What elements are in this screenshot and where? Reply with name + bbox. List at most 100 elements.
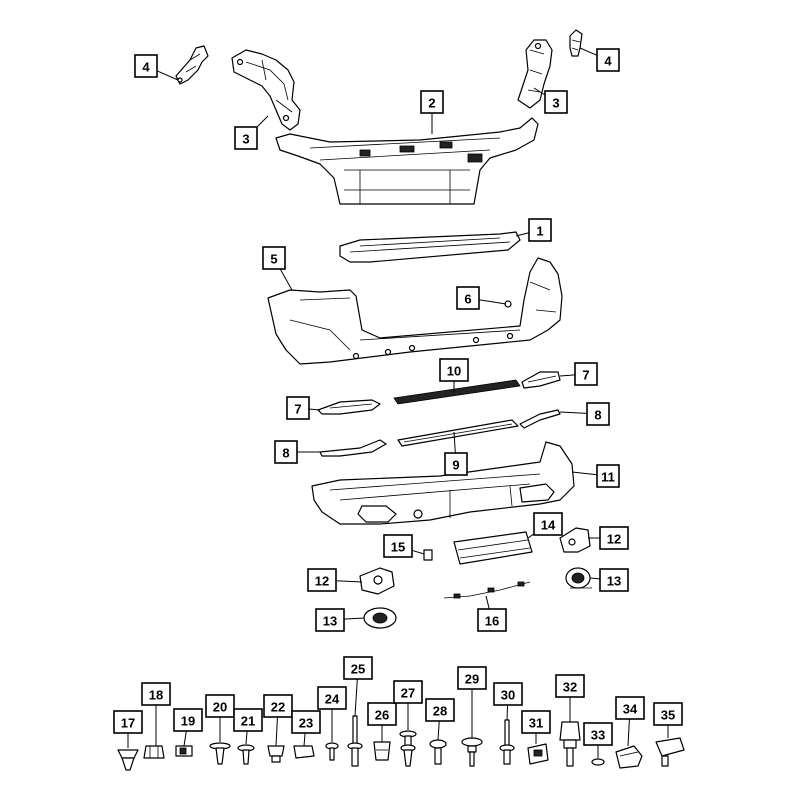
leader-c14: [527, 533, 535, 539]
leader-c7a: [559, 374, 576, 377]
leader-c13a: [589, 577, 601, 580]
callout-c7a: 7: [574, 362, 598, 386]
svg-text:19: 19: [181, 714, 195, 729]
callout-c1: 1: [528, 218, 552, 242]
callout-c5: 5: [262, 246, 286, 270]
svg-text:9: 9: [452, 458, 459, 473]
callout-c29: 29: [457, 666, 487, 690]
svg-text:16: 16: [485, 614, 499, 629]
part-bracket-4-right: [569, 29, 583, 57]
leader-c4b: [579, 47, 598, 56]
part-trim-strip-10: [393, 379, 521, 405]
svg-text:24: 24: [325, 692, 340, 707]
part-fastener-27: [399, 730, 417, 767]
part-bracket-12-right: [559, 527, 591, 553]
callout-c31: 31: [521, 710, 551, 734]
callout-c18: 18: [141, 682, 171, 706]
callout-c12b: 12: [307, 568, 337, 592]
part-clip-23: [293, 745, 315, 759]
part-bracket-12-left: [359, 567, 395, 595]
callout-c19: 19: [173, 708, 203, 732]
callout-c34: 34: [615, 696, 645, 720]
callout-labels: 4 3 2 3 4 1 5 6 10 7 7 8 8 9 11 14 12 15…: [113, 48, 683, 746]
callout-c10: 10: [439, 358, 469, 382]
svg-text:4: 4: [142, 60, 150, 75]
svg-text:12: 12: [607, 532, 621, 547]
part-impact-bar-1: [339, 231, 521, 263]
callout-c13a: 13: [599, 568, 629, 592]
callout-c11: 11: [596, 464, 620, 488]
svg-text:35: 35: [661, 708, 675, 723]
callout-c3b: 3: [544, 90, 568, 114]
svg-text:3: 3: [242, 132, 249, 147]
part-bumper-fascia-5: [267, 257, 563, 365]
svg-text:2: 2: [428, 96, 435, 111]
callout-c9: 9: [444, 452, 468, 476]
svg-text:5: 5: [270, 252, 277, 267]
callout-c25: 25: [343, 656, 373, 680]
leader-c6: [478, 299, 507, 305]
callout-c3a: 3: [234, 126, 258, 150]
callout-c8a: 8: [586, 402, 610, 426]
part-clip-35: [655, 737, 685, 767]
callout-c4a: 4: [134, 54, 158, 78]
svg-text:17: 17: [121, 716, 135, 731]
leader-c22: [275, 716, 278, 747]
svg-text:7: 7: [582, 368, 589, 383]
callout-c20: 20: [205, 694, 235, 718]
part-clip-34: [615, 745, 643, 769]
part-clip-15: [423, 549, 433, 561]
part-sensor-13-left: [363, 607, 397, 629]
callout-c15: 15: [383, 534, 413, 558]
part-clip-22: [267, 745, 285, 763]
svg-text:13: 13: [323, 614, 337, 629]
svg-text:34: 34: [623, 702, 638, 717]
part-lower-valance-11: [311, 441, 575, 525]
svg-text:4: 4: [604, 54, 612, 69]
part-bolt-29: [461, 737, 483, 767]
part-clip-19: [175, 745, 193, 757]
part-reflector-7-left: [317, 399, 381, 415]
callout-c6: 6: [456, 286, 480, 310]
svg-text:8: 8: [594, 408, 601, 423]
svg-text:25: 25: [351, 662, 365, 677]
leader-c21: [245, 730, 248, 745]
part-stud-nut-32: [559, 721, 581, 767]
part-panel-14: [453, 531, 533, 565]
part-trim-strip-8-right: [519, 409, 561, 429]
leader-c12b: [335, 580, 363, 583]
part-trim-strip-8-left: [319, 439, 387, 457]
callout-c35: 35: [653, 702, 683, 726]
callout-c17: 17: [113, 710, 143, 734]
leader-c4a: [156, 70, 179, 81]
callout-c23: 23: [291, 710, 321, 734]
svg-text:20: 20: [213, 700, 227, 715]
leader-c28: [437, 720, 440, 741]
callout-c16: 16: [477, 608, 507, 632]
svg-text:29: 29: [465, 672, 479, 687]
svg-text:1: 1: [536, 224, 543, 239]
callout-c26: 26: [367, 702, 397, 726]
leader-c16: [485, 595, 490, 610]
leader-lines: [127, 47, 669, 758]
leader-c25: [354, 678, 358, 717]
callout-c4b: 4: [596, 48, 620, 72]
svg-text:28: 28: [433, 704, 447, 719]
svg-text:22: 22: [271, 700, 285, 715]
svg-text:23: 23: [299, 716, 313, 731]
svg-text:15: 15: [391, 540, 405, 555]
svg-text:11: 11: [601, 470, 615, 485]
svg-text:18: 18: [149, 688, 163, 703]
callout-c21: 21: [233, 708, 263, 732]
part-molding-9: [397, 419, 519, 447]
svg-text:26: 26: [375, 708, 389, 723]
svg-text:3: 3: [552, 96, 559, 111]
callout-c30: 30: [493, 682, 523, 706]
leader-c5: [279, 268, 293, 291]
callout-c13b: 13: [315, 608, 345, 632]
part-mount-bracket-3-left: [231, 49, 301, 131]
svg-text:31: 31: [529, 716, 543, 731]
svg-text:13: 13: [607, 574, 621, 589]
part-sensor-13-right: [565, 567, 592, 589]
callout-c22: 22: [263, 694, 293, 718]
